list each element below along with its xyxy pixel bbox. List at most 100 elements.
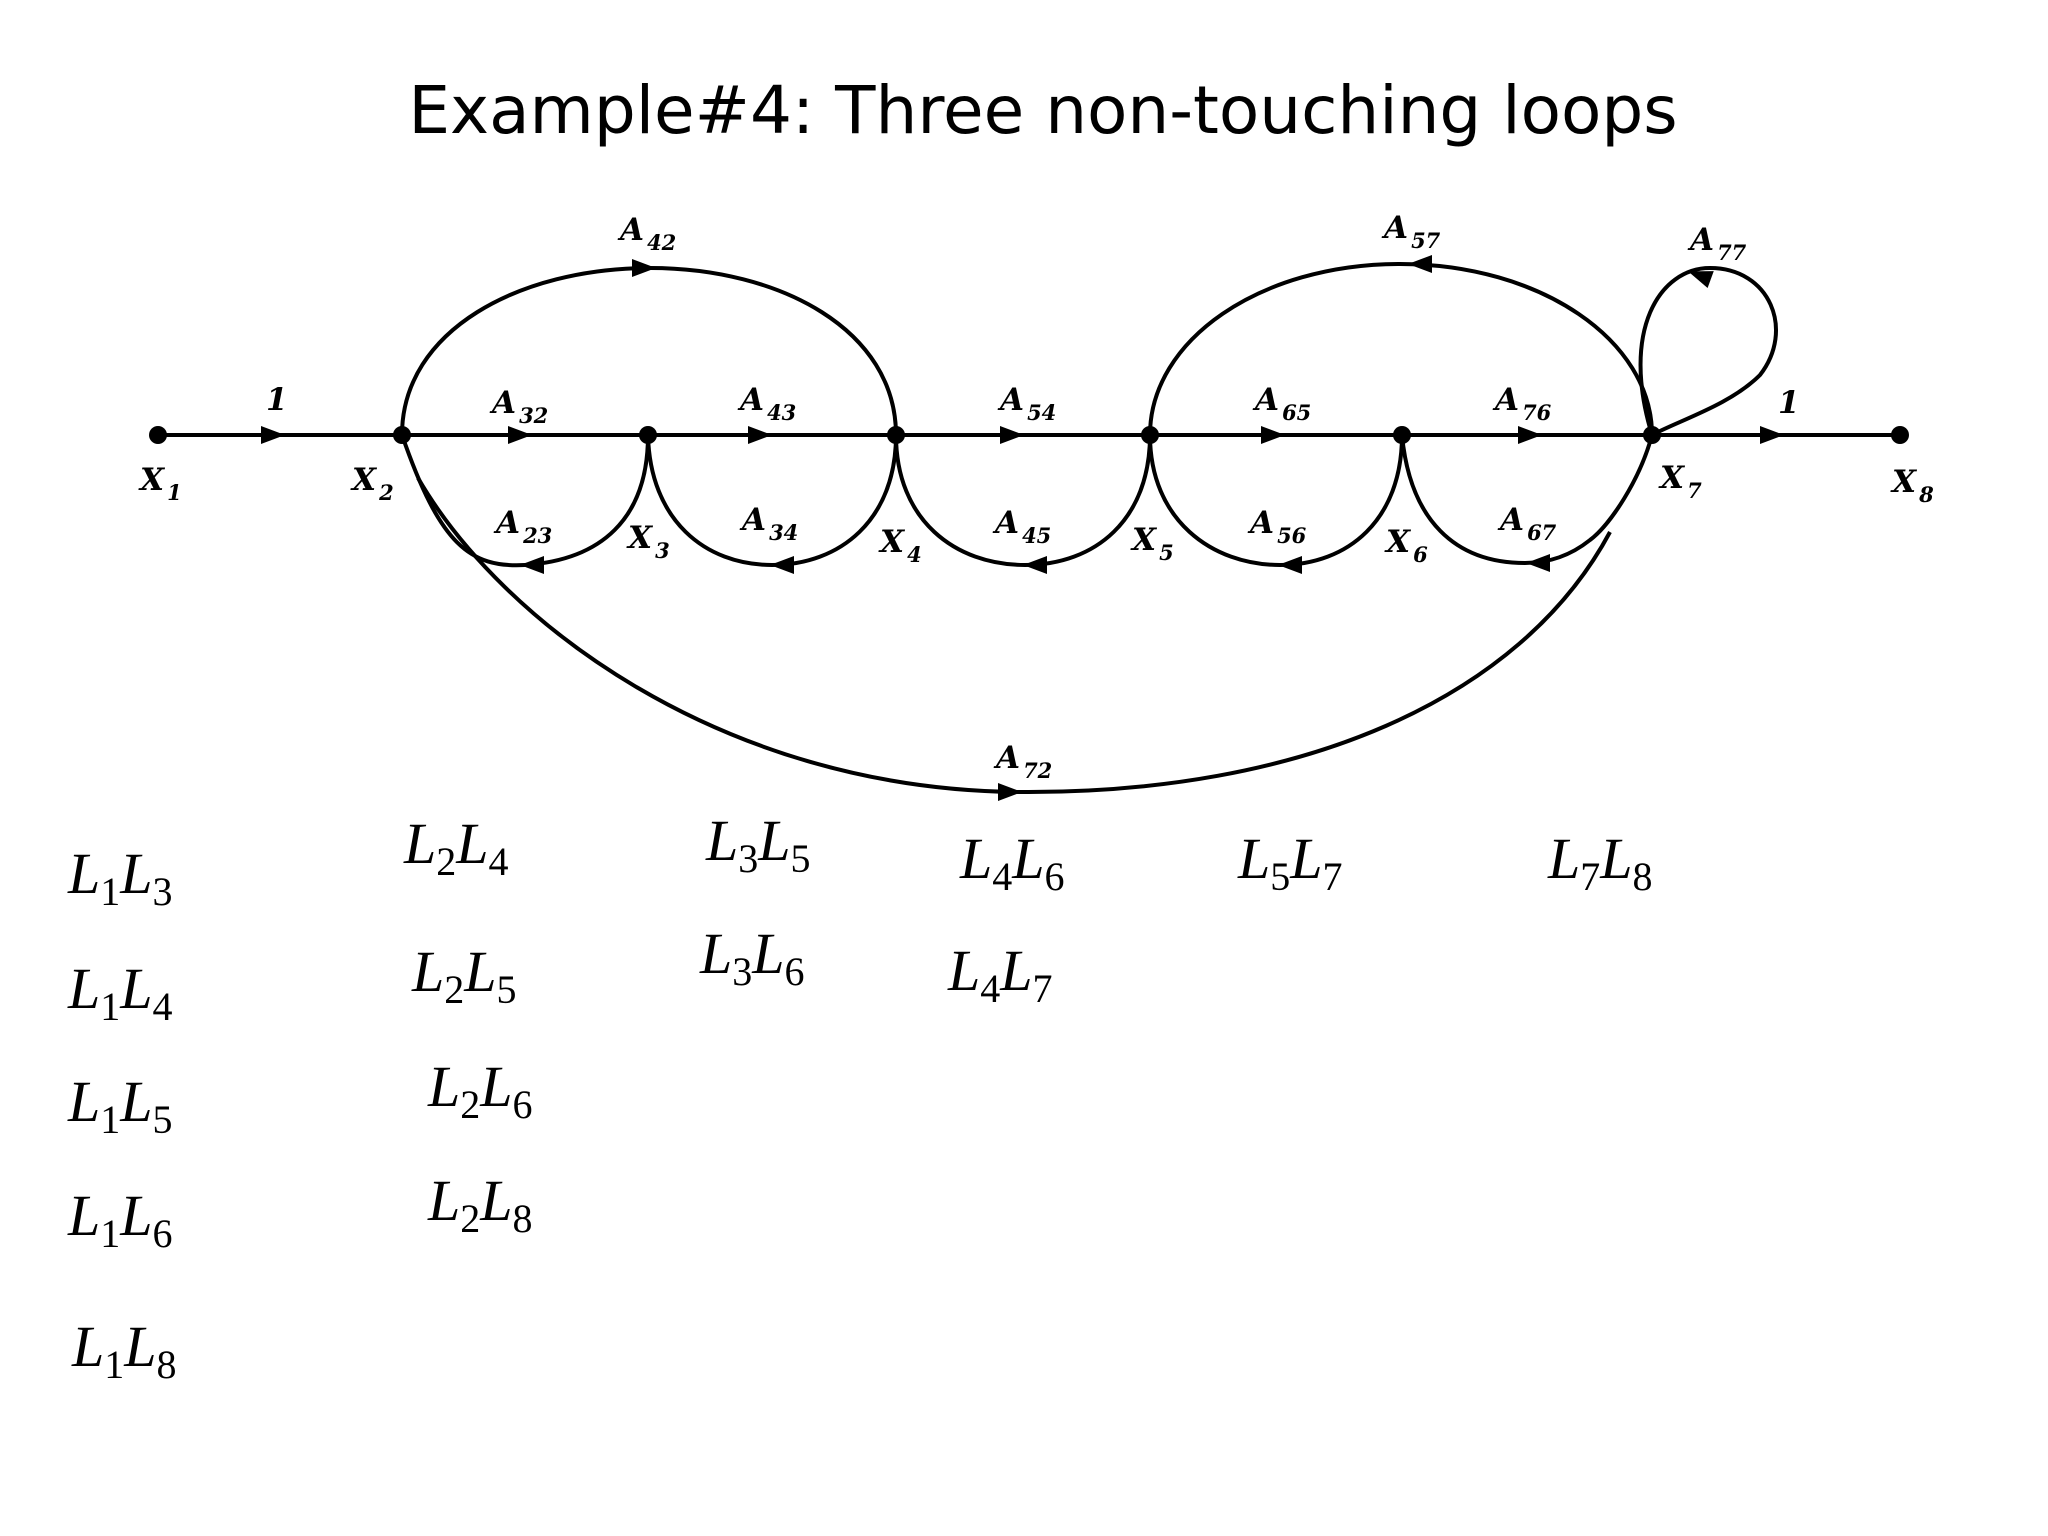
loop-index-second: 7 (1322, 854, 1343, 899)
loop-pair: L4L7 (948, 942, 1053, 1009)
gain-label-e67f-symbol: A (1492, 382, 1519, 418)
gain-label-e77-symbol: A (1687, 222, 1714, 258)
loop-symbol-first: L (1238, 826, 1271, 891)
gain-label-e43b-subscript: 34 (769, 520, 798, 545)
loop-symbol-second: L (120, 1069, 153, 1134)
edge-e65b (1148, 434, 1404, 568)
node-label-x4-subscript: 4 (907, 542, 922, 567)
loop-symbol-second: L (124, 1314, 157, 1379)
gain-label-e65b-symbol: A (1247, 505, 1274, 541)
gain-label-e56f-subscript: 65 (1282, 400, 1311, 425)
node-label-x3-subscript: 3 (655, 538, 670, 563)
loop-index-second: 6 (1044, 854, 1065, 899)
arrow-e56f (1261, 426, 1285, 444)
arrow-e27 (998, 783, 1022, 801)
loop-pair: L2L5 (412, 943, 517, 1010)
gain-label-e34f-subscript: 43 (767, 400, 796, 425)
loop-pair: L1L6 (68, 1187, 173, 1254)
gain-label-e78: 1 (1778, 385, 1800, 421)
loop-symbol-first: L (68, 1183, 101, 1248)
node-x6 (1393, 426, 1411, 444)
gain-label-e45f-subscript: 54 (1027, 400, 1056, 425)
gain-label-e43b-symbol: A (739, 502, 766, 538)
edge-e77 (1638, 265, 1778, 437)
node-label-x2-symbol: X (350, 462, 378, 498)
node-x5 (1141, 426, 1159, 444)
loop-index-first: 3 (738, 836, 759, 881)
node-x4 (887, 426, 905, 444)
loop-pair: L1L4 (68, 960, 173, 1027)
node-x8 (1891, 426, 1909, 444)
loop-symbol-first: L (1548, 826, 1581, 891)
loop-index-first: 1 (100, 869, 121, 914)
gain-label-e75-symbol: A (1381, 210, 1408, 246)
node-x3 (639, 426, 657, 444)
loop-index-first: 1 (100, 1097, 121, 1142)
loop-index-second: 6 (152, 1211, 173, 1256)
node-label-x2-subscript: 2 (378, 480, 394, 505)
node-x7 (1643, 426, 1661, 444)
loop-pair: L5L7 (1238, 830, 1343, 897)
loop-index-first: 5 (1270, 854, 1291, 899)
gain-label-e54b-symbol: A (992, 505, 1019, 541)
loop-index-first: 2 (460, 1196, 481, 1241)
node-label-x5-symbol: X (1130, 522, 1158, 558)
gain-label-e78-symbol: 1 (1778, 385, 1800, 421)
gain-label-e12-symbol: 1 (266, 382, 288, 418)
arrow-e12 (261, 426, 285, 444)
loop-pair: L1L3 (68, 845, 173, 912)
edge-e43b (646, 434, 898, 568)
loop-index-second: 3 (152, 869, 173, 914)
loop-pair: L2L6 (428, 1058, 533, 1125)
node-x1 (149, 426, 167, 444)
loop-symbol-second: L (120, 956, 153, 1021)
loop-index-second: 6 (784, 949, 805, 994)
loop-symbol-second: L (456, 811, 489, 876)
loop-symbol-first: L (68, 841, 101, 906)
gain-label-e23f-symbol: A (489, 385, 516, 421)
gain-label-e34f-symbol: A (737, 382, 764, 418)
gain-label-e45f-symbol: A (997, 382, 1024, 418)
loop-symbol-first: L (428, 1054, 461, 1119)
loop-index-first: 1 (100, 1211, 121, 1256)
loop-pair: L2L4 (404, 815, 509, 882)
node-label-x7-symbol: X (1658, 460, 1686, 496)
loop-symbol-first: L (72, 1314, 105, 1379)
gain-label-e75-subscript: 57 (1411, 228, 1441, 253)
node-x2 (393, 426, 411, 444)
arrow-e75 (1408, 255, 1432, 273)
node-label-x1-subscript: 1 (167, 480, 182, 505)
gain-label-e65b-subscript: 56 (1277, 523, 1307, 548)
loop-pair: L4L6 (960, 830, 1065, 897)
loop-index-second: 5 (496, 967, 517, 1012)
gain-label-e27-subscript: 72 (1023, 758, 1052, 783)
loop-index-first: 3 (732, 949, 753, 994)
gain-label-e24-symbol: A (617, 212, 644, 248)
loop-symbol-second: L (752, 921, 785, 986)
edge-e24 (400, 265, 898, 436)
loop-index-second: 5 (790, 836, 811, 881)
loop-index-second: 4 (488, 839, 509, 884)
arrow-e77 (1688, 271, 1714, 288)
gain-label-e76b-symbol: A (1497, 502, 1524, 538)
loop-symbol-second: L (1600, 826, 1633, 891)
loop-pair: L1L5 (68, 1073, 173, 1140)
node-label-x6-symbol: X (1384, 524, 1412, 560)
loop-pair: L3L5 (706, 812, 811, 879)
node-label-x8-subscript: 8 (1918, 482, 1934, 507)
arrow-e76b (1526, 554, 1550, 572)
